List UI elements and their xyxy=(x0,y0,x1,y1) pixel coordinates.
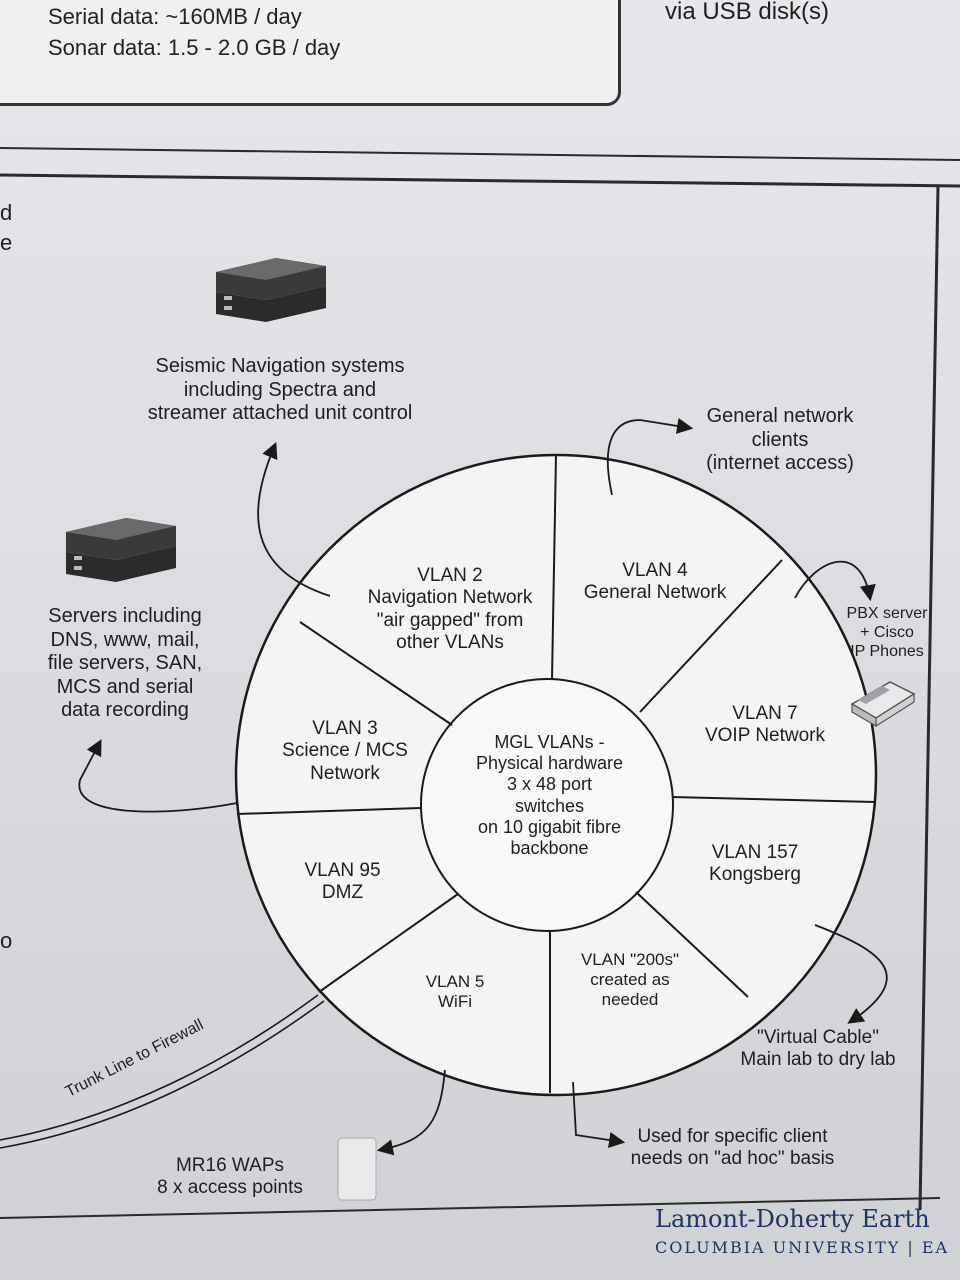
servers-label: Servers including DNS, www, mail, file s… xyxy=(47,605,203,722)
vlan-200s-segment: VLAN "200s" created as needed xyxy=(580,950,680,1010)
frame-rule-right xyxy=(918,185,940,1211)
serial-data-text: Serial data: ~160MB / day xyxy=(48,4,302,29)
waps-label: MR16 WAPs 8 x access points xyxy=(157,1155,303,1199)
adhoc-label: Used for specific client needs on "ad ho… xyxy=(630,1126,835,1170)
vlan-7-segment: VLAN 7 VOIP Network xyxy=(704,703,826,747)
frame-rule-bottom xyxy=(0,1197,941,1219)
data-volume-box xyxy=(0,0,621,106)
virtual-cable-label: "Virtual Cable" Main lab to dry lab xyxy=(740,1027,896,1071)
arrow-waps xyxy=(376,1069,446,1156)
edge-fragment: o xyxy=(0,928,13,953)
arrow-general-clients xyxy=(606,417,694,496)
frame-rule-top xyxy=(0,147,960,161)
vlan-5-segment: VLAN 5 WiFi xyxy=(425,972,485,1012)
vlan-95-segment: VLAN 95 DMZ xyxy=(304,860,381,904)
sonar-data-text: Sonar data: 1.5 - 2.0 GB / day xyxy=(48,35,341,60)
general-clients-label: General network clients (internet access… xyxy=(706,405,854,475)
pbx-label: PBX server + Cisco IP Phones xyxy=(846,605,928,660)
trunk-line-inner xyxy=(0,1000,325,1149)
vlan-4-segment: VLAN 4 General Network xyxy=(583,560,727,604)
core-switch-circle xyxy=(420,678,674,932)
arrow-virtual-cable xyxy=(814,924,888,1024)
arrow-seismic xyxy=(257,442,331,597)
arrow-adhoc xyxy=(572,1081,626,1149)
edge-fragment: e xyxy=(0,230,13,255)
ip-phone-icon xyxy=(850,681,916,728)
institution-logo-line1: Lamont-Doherty Earth xyxy=(655,1205,930,1233)
wheel-dividers xyxy=(236,454,876,1093)
seismic-navigation-label: Seismic Navigation systems including Spe… xyxy=(147,355,413,425)
institution-logo-line2: COLUMBIA UNIVERSITY | EA xyxy=(655,1238,950,1257)
usb-disk-note: via USB disk(s) xyxy=(665,0,830,25)
vlan-2-segment: VLAN 2 Navigation Network "air gapped" f… xyxy=(367,565,533,654)
vlan-157-segment: VLAN 157 Kongsberg xyxy=(709,842,801,886)
server-rack-icon xyxy=(66,518,176,582)
vlan-3-segment: VLAN 3 Science / MCS Network xyxy=(282,718,408,784)
server-rack-icon xyxy=(216,258,326,322)
arrow-pbx xyxy=(794,560,876,602)
trunk-line-outer xyxy=(0,994,319,1141)
edge-fragment: d xyxy=(0,200,13,225)
access-point-box xyxy=(337,1137,377,1201)
core-hardware-text: MGL VLANs - Physical hardware 3 x 48 por… xyxy=(475,732,624,859)
arrow-servers xyxy=(78,739,238,813)
frame-rule-top-heavy xyxy=(0,173,960,188)
